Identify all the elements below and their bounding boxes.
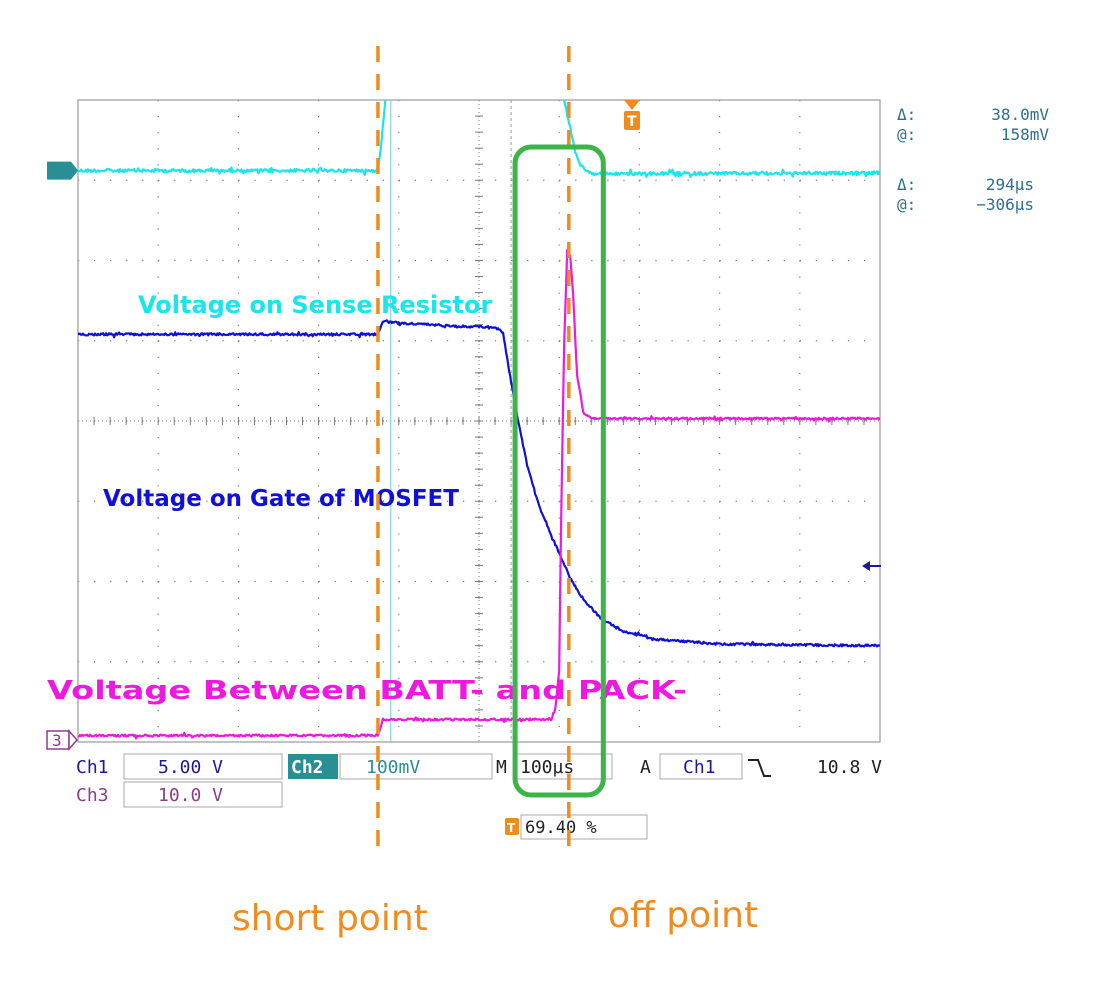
- status-bar: Ch1 5.00 V Ch2 100mV M 100µs A Ch1 10.8 …: [76, 753, 882, 840]
- time-cursors: [390, 100, 512, 742]
- channel-2-marker[interactable]: 2: [47, 161, 78, 349]
- falling-edge-icon: [748, 759, 771, 777]
- series-label-ch2: Voltage on Sense Resistor: [138, 291, 492, 319]
- channel-3-marker[interactable]: 3: [46, 729, 79, 751]
- annotations: [376, 46, 606, 858]
- readout-delta-t-label: Δ:: [897, 175, 916, 194]
- trigger-source-box[interactable]: [659, 753, 743, 780]
- ch1-scale-value: 5.00 V: [158, 757, 223, 778]
- cursor-readouts: Δ: 38.0mV @: 158mV Δ: 294µs @: −306µs: [897, 105, 1049, 214]
- plot-frame: [77, 99, 881, 743]
- trigger-position-marker-label: T: [627, 114, 637, 130]
- ch1-label[interactable]: Ch1: [76, 757, 109, 778]
- ch2-label-box[interactable]: [288, 754, 338, 779]
- trigger-level-arrow-icon[interactable]: [862, 561, 881, 571]
- ch3-scale-value: 10.0 V: [158, 785, 223, 806]
- readout-delta-t-value: 294µs: [986, 175, 1034, 194]
- ch3-scale-box[interactable]: [123, 781, 283, 808]
- readout-at-v-label: @:: [897, 125, 916, 144]
- off-point-highlight-box: [512, 144, 606, 798]
- readout-delta-v-label: Δ:: [897, 105, 916, 124]
- readout-at-t-value: −306µs: [976, 195, 1034, 214]
- readout-at-v-value: 158mV: [1001, 125, 1050, 144]
- trace-ch1: [78, 319, 880, 648]
- graticule: [77, 99, 881, 743]
- ch3-label[interactable]: Ch3: [76, 785, 109, 806]
- waveform-traces: [78, 100, 880, 740]
- trace-ch2: [78, 100, 880, 178]
- series-label-ch1: Voltage on Gate of MOSFET: [103, 486, 459, 512]
- ch2-scale-value: 100mV: [366, 757, 420, 778]
- trigger-percent-icon-label: T: [507, 821, 516, 835]
- acquisition-label: A: [640, 757, 651, 778]
- ch1-scale-box[interactable]: [123, 753, 283, 780]
- series-label-ch3: Voltage Between BATT- and PACK-: [47, 676, 687, 706]
- timebase-value: 100µs: [520, 757, 574, 778]
- trigger-source-value: Ch1: [683, 757, 716, 778]
- off-point-label: off point: [608, 895, 758, 936]
- timebase-label: M: [496, 757, 507, 778]
- ch2-label: Ch2: [291, 757, 324, 778]
- plot-area: [77, 99, 881, 743]
- short-point-label: short point: [232, 898, 428, 939]
- trigger-level-value[interactable]: 10.8 V: [817, 757, 882, 778]
- trigger-position-marker[interactable]: T: [624, 100, 640, 130]
- ch2-scale-box[interactable]: [339, 753, 493, 780]
- trigger-percent-value: 69.40 %: [525, 818, 597, 838]
- trace-ch3: [78, 248, 880, 740]
- readout-at-t-label: @:: [897, 195, 916, 214]
- channel-3-marker-label: 3: [52, 731, 62, 750]
- readout-delta-v-value: 38.0mV: [991, 105, 1049, 124]
- channel-2-marker-label: 2: [52, 330, 62, 349]
- trigger-percent-box[interactable]: [520, 814, 648, 840]
- trigger-percent-icon: [505, 818, 519, 835]
